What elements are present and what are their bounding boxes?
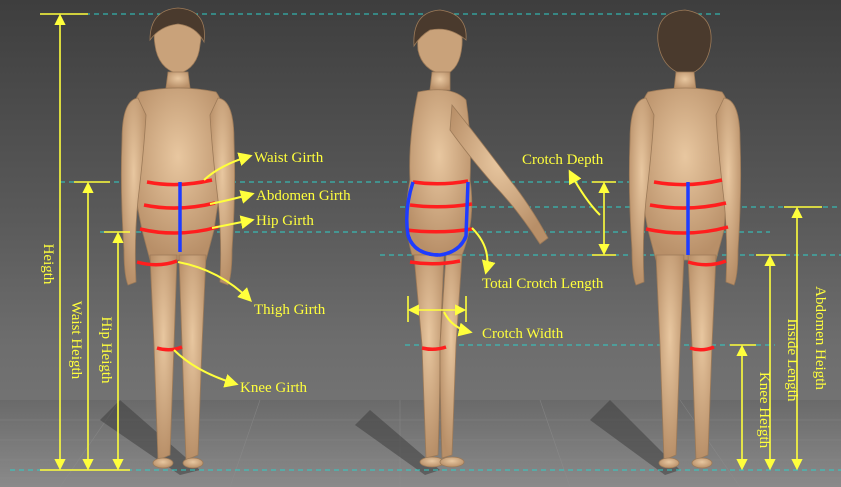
crotch-depth-label: Crotch Depth: [522, 152, 604, 168]
inside-length-label: Inside Length: [784, 319, 800, 402]
thigh-girth-label: Thigh Girth: [254, 302, 326, 318]
crotch-width-label: Crotch Width: [482, 326, 564, 342]
abdomen-girth-label: Abdomen Girth: [256, 188, 351, 204]
crotch-depth-arrow: [570, 172, 600, 215]
back-figure: [629, 10, 740, 468]
total-crotch-length-arrow: [472, 228, 487, 272]
waist-height-label: Waist Heigth: [68, 301, 84, 380]
hip-height-label: Hip Heigth: [98, 316, 114, 384]
total-crotch-length-label: Total Crotch Length: [482, 276, 604, 292]
waist-girth-label: Waist Girth: [254, 150, 324, 166]
abdomen-height-label: Abdomen Heigth: [812, 286, 828, 390]
hip-girth-label: Hip Girth: [256, 213, 314, 229]
knee-girth-label: Knee Girth: [240, 380, 308, 396]
side-figure: [406, 10, 548, 467]
knee-height-label: Knee Heigth: [756, 372, 772, 449]
front-figure: [121, 8, 234, 468]
height-label: Heigth: [40, 244, 56, 285]
callout-arrows: [174, 156, 600, 384]
